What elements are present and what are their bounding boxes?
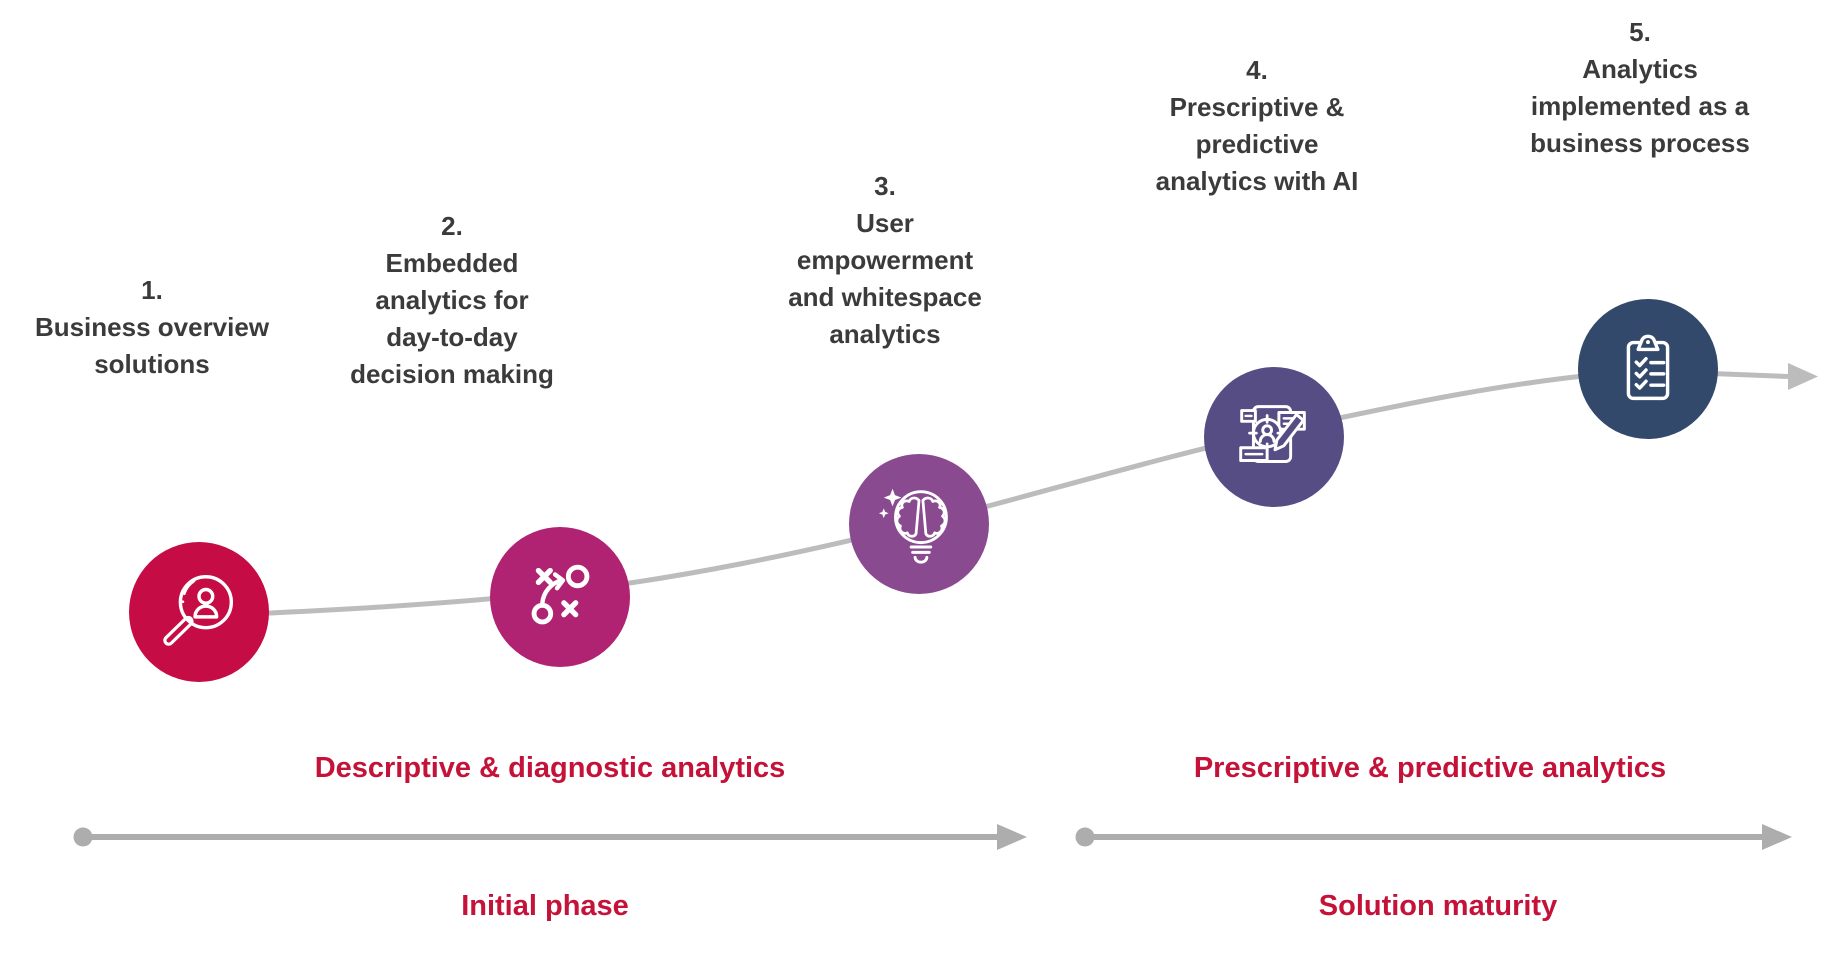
solution-maturity-arrowhead-icon (1762, 824, 1792, 850)
descriptive-diagnostic-analytics-label: Descriptive & diagnostic analytics (314, 752, 786, 784)
initial-phase-arrowhead-icon (997, 824, 1027, 850)
clipboard-checklist-icon (1626, 334, 1670, 401)
stage-5-circle (1578, 299, 1718, 439)
solution-maturity-arrow-dot (1075, 827, 1095, 847)
maturity-curve-line (198, 368, 1789, 619)
stage-2-circle (490, 527, 630, 667)
stage-4-circle (1204, 367, 1344, 507)
solution-maturity-label: Solution maturity (1318, 890, 1558, 922)
magnifier-user-icon (163, 575, 234, 646)
stage-3-circle (849, 454, 989, 594)
ai-design-icon (1239, 405, 1306, 463)
stage-5-label: 5. Analytics implemented as a business p… (1530, 17, 1750, 158)
prescriptive-predictive-analytics-label: Prescriptive & predictive analytics (1193, 752, 1667, 784)
stage-3-label: 3. User empowerment and whitespace analy… (788, 171, 982, 349)
stage-2-label: 2. Embedded analytics for day-to-day dec… (350, 211, 554, 389)
initial-phase-label: Initial phase (461, 890, 629, 922)
brain-lightbulb-icon (878, 488, 948, 564)
initial-phase-arrow-dot (73, 827, 93, 847)
stage-1-circle (129, 542, 269, 682)
maturity-curve-arrowhead-icon (1788, 363, 1818, 390)
strategy-plan-icon (531, 564, 590, 625)
stage-1-label: 1. Business overview solutions (34, 275, 270, 379)
stage-4-label: 4. Prescriptive & predictive analytics w… (1155, 55, 1359, 196)
